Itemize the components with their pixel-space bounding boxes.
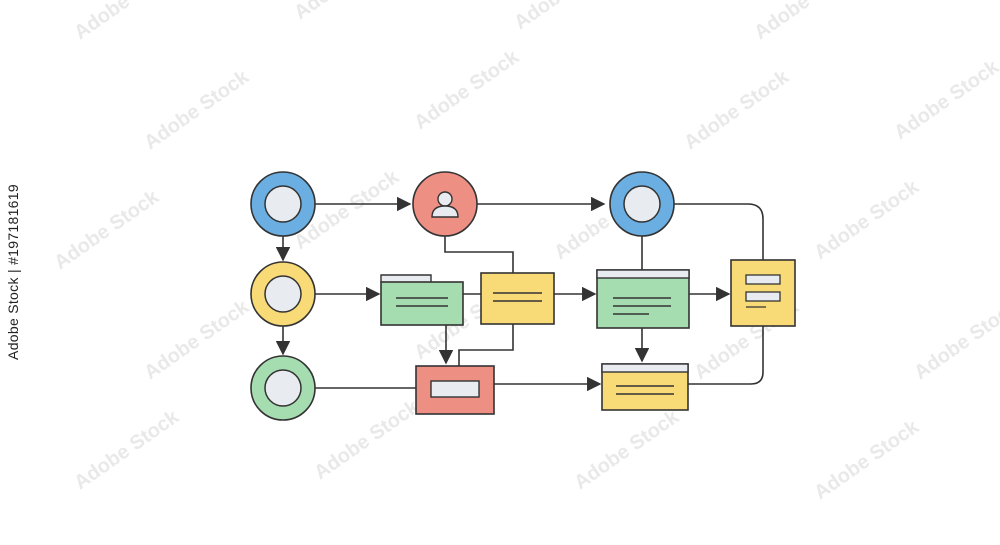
empty-circle-icon [264,369,302,407]
yellow-note-card-body [480,272,555,325]
yellow-window-card [601,363,689,411]
edge-yellow-form-card-to-yellow-window-card [688,326,764,385]
empty-circle-icon [264,185,302,223]
user-red-circle [412,171,478,237]
end-blue-circle [609,171,675,237]
green-window-card [596,269,690,329]
window-title-bar [601,363,689,373]
yellow-form-card [730,259,796,327]
yellow-circle [250,261,316,327]
green-circle [250,355,316,421]
green-window-card-body [596,269,690,329]
input-field-icon [430,380,480,398]
empty-circle-icon [623,185,661,223]
green-folder-card [380,274,464,326]
window-title-bar [596,269,690,279]
edge-user-red-circle-to-yellow-note-card [444,236,514,273]
folder-tab [380,274,432,282]
edge-yellow-note-card-to-red-input-card [458,324,514,366]
connector-lines [275,196,764,392]
empty-circle-icon [264,275,302,313]
yellow-note-card [480,272,555,325]
start-blue-circle [250,171,316,237]
user-icon [431,191,459,218]
red-input-card [415,365,495,415]
edge-end-blue-circle-to-yellow-form-card [674,203,764,260]
green-folder-card-body [380,281,464,326]
form-icon [745,274,781,308]
diagram-nodes [250,171,796,421]
